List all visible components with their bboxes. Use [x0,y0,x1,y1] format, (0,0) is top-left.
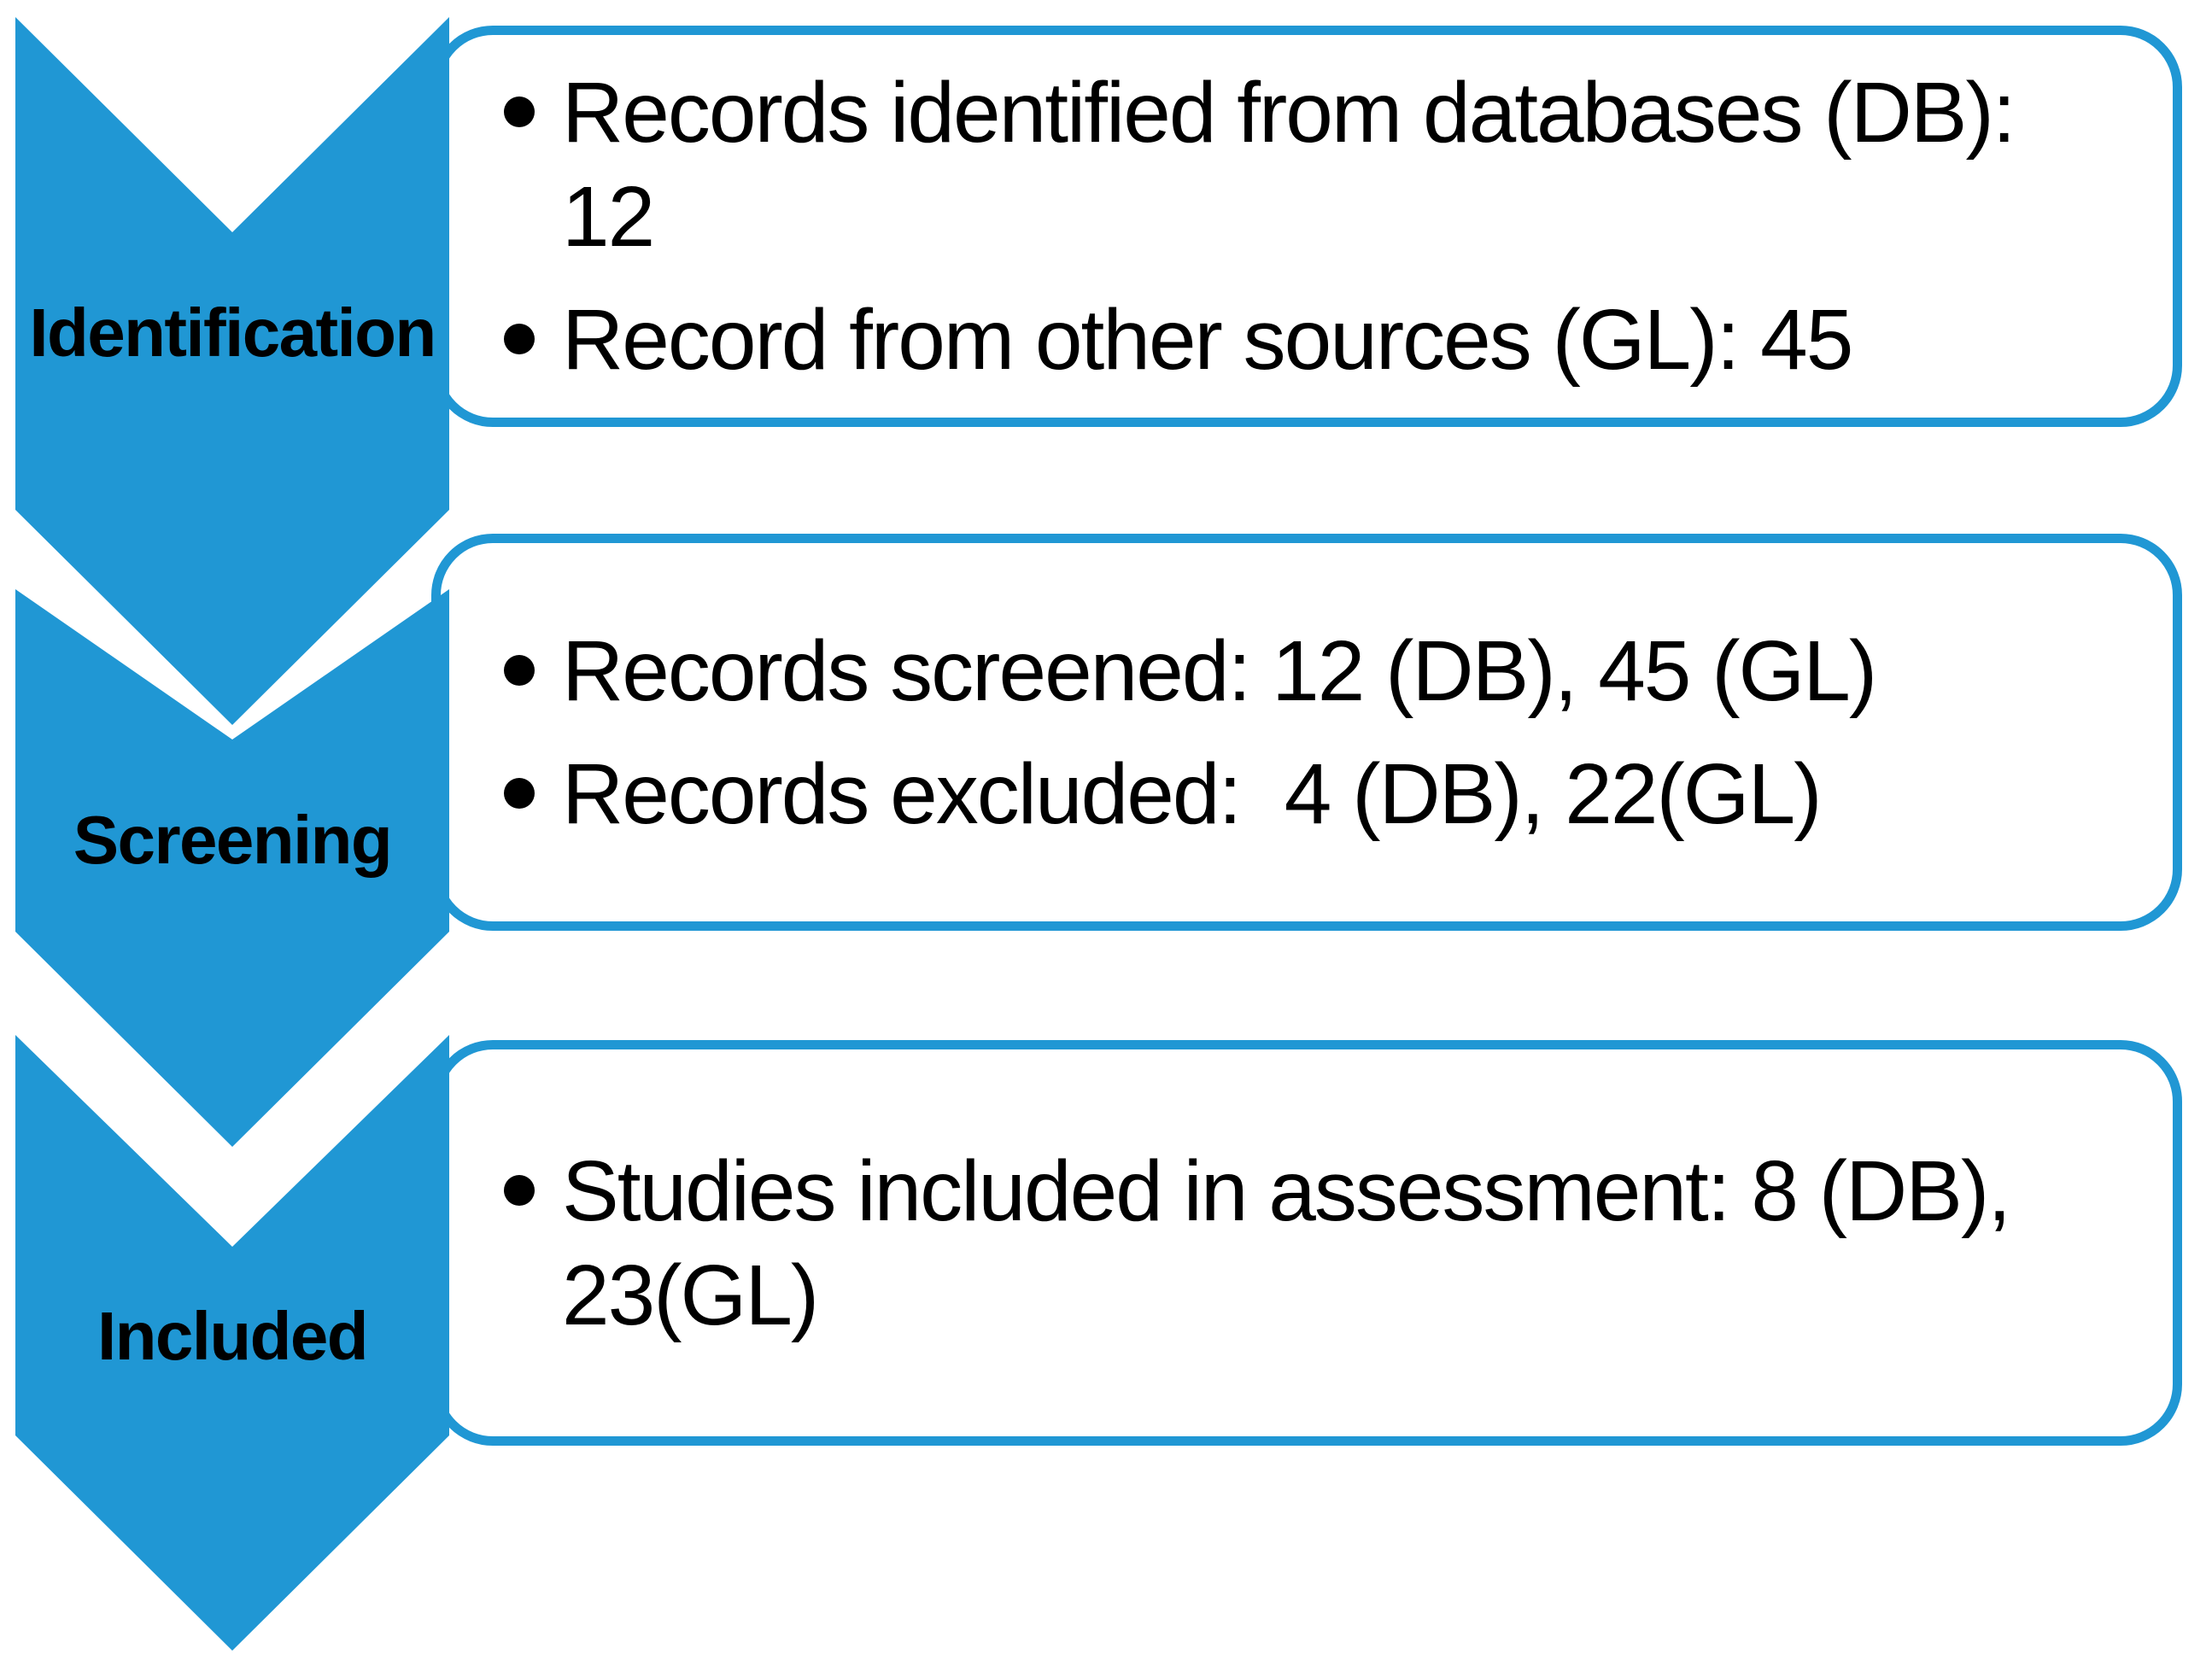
bullet-text: Record from other sources (GL): 45 [562,288,1853,392]
bullet-text: Records excluded: 4 (DB), 22(GL) [562,742,1823,846]
bullet-text-line: Studies included in assessment: 8 (DB), [562,1143,2011,1239]
bullet-icon [504,777,535,809]
bullet-text: Records screened: 12 (DB), 45 (GL) [562,619,1877,723]
bullet-text-line: Record from other sources (GL): 45 [562,292,1853,388]
stage-box-identification: Records identified from databases (DB): … [431,26,2182,427]
stage-box-screening: Records screened: 12 (DB), 45 (GL) Recor… [431,534,2182,931]
stage-label-identification: Identification [29,295,436,371]
bullet-item: Studies included in assessment: 8 (DB), … [504,1139,2147,1347]
bullet-text: Records identified from databases (DB): … [562,61,2016,269]
bullet-icon [504,324,535,354]
bullet-text: Studies included in assessment: 8 (DB), … [562,1139,2011,1347]
bullet-item: Record from other sources (GL): 45 [504,288,2147,392]
bullet-icon [504,1174,535,1206]
bullet-text-line: Records identified from databases (DB): [562,65,2016,161]
bullet-text-line: Records screened: 12 (DB), 45 (GL) [562,623,1877,719]
stage-label-screening: Screening [73,802,393,878]
stage-label-included: Included [97,1298,369,1374]
bullet-icon [504,654,535,686]
bullet-text-line: 12 [562,169,655,265]
stage-box-included: Studies included in assessment: 8 (DB), … [431,1040,2182,1446]
bullet-text-line: Records excluded: 4 (DB), 22(GL) [562,745,1823,842]
bullet-item: Records excluded: 4 (DB), 22(GL) [504,742,2147,846]
bullet-icon [504,96,535,127]
bullet-text-line: 23(GL) [562,1247,819,1343]
chevron-identification-icon [15,17,449,725]
bullet-item: Records identified from databases (DB): … [504,61,2147,269]
bullet-item: Records screened: 12 (DB), 45 (GL) [504,619,2147,723]
